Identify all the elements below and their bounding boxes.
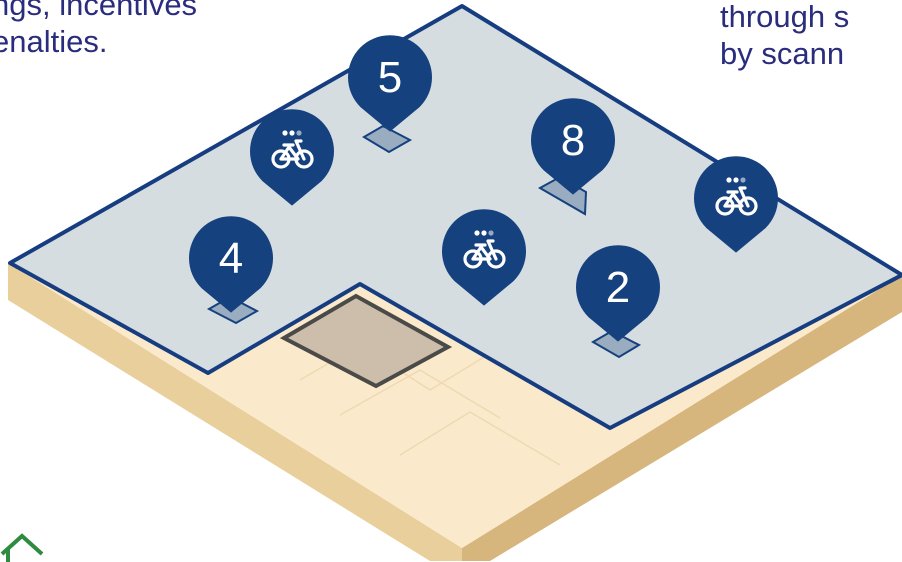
pin-dot <box>296 130 301 135</box>
pin-count-label: 4 <box>219 234 243 283</box>
pin-dots <box>282 130 301 135</box>
pin-dot <box>726 177 731 182</box>
pin-count-label: 5 <box>378 53 402 102</box>
pin-dot <box>474 230 479 235</box>
pin-dot <box>289 130 294 135</box>
pin-dot <box>733 177 738 182</box>
pin-dot <box>282 130 287 135</box>
house-outline-icon <box>0 532 60 562</box>
pin-dot <box>481 230 486 235</box>
pin-dot <box>740 177 745 182</box>
pin-count-label: 8 <box>561 116 585 165</box>
pin-count-label: 2 <box>606 263 630 312</box>
pin-dots <box>474 230 493 235</box>
pin-dot <box>488 230 493 235</box>
pin-dots <box>726 177 745 182</box>
